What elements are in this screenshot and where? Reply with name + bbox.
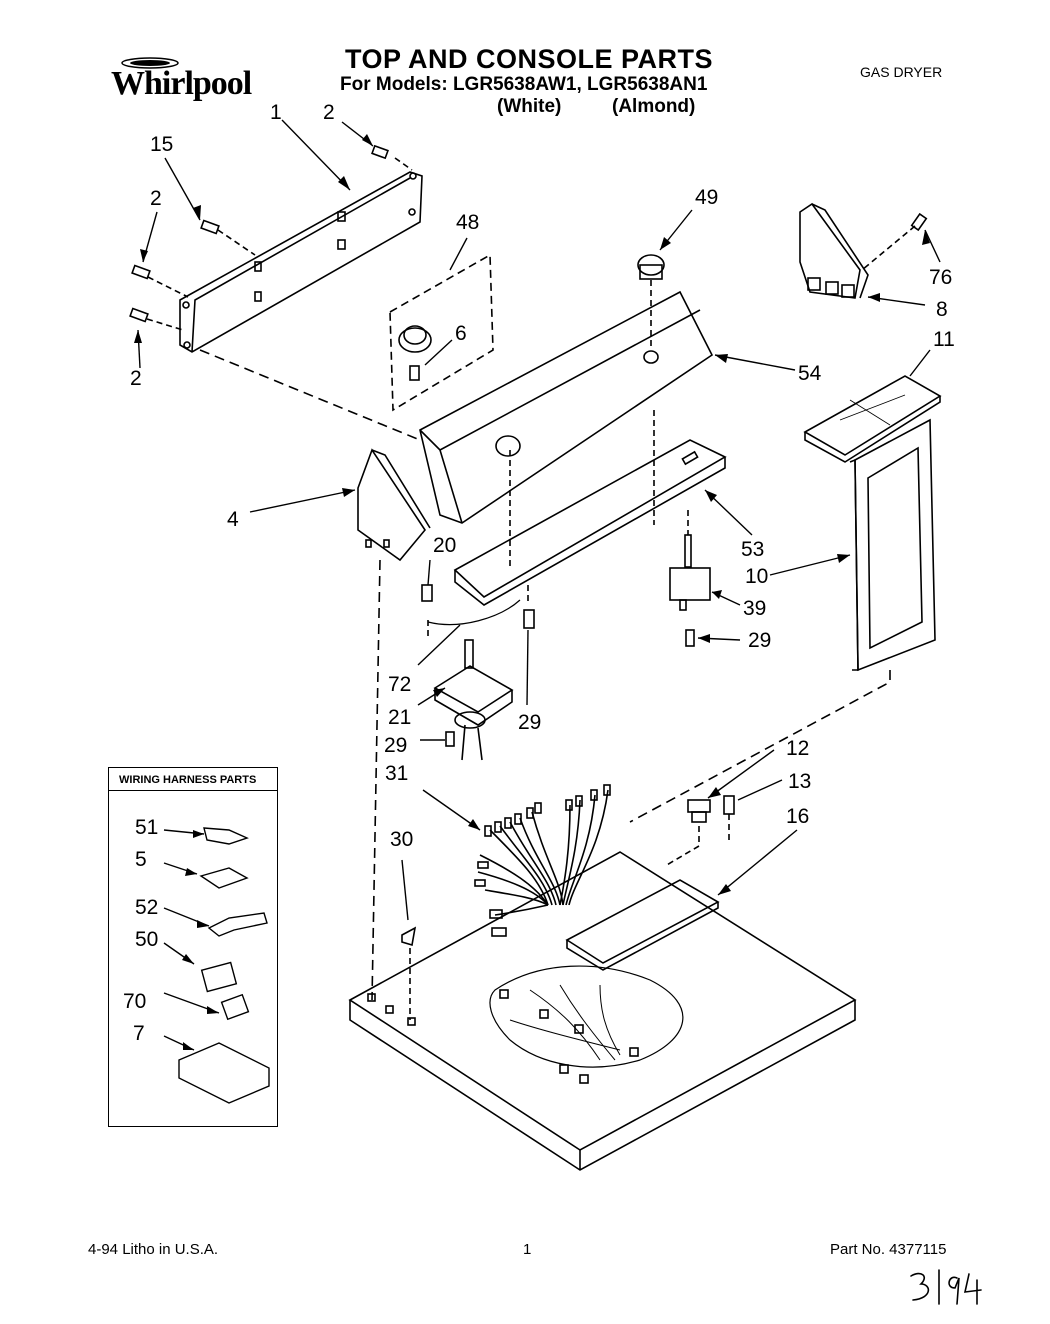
page-number: 1 [523, 1241, 532, 1258]
callout-4: 4 [227, 508, 239, 531]
models-line: For Models: LGR5638AW1, LGR5638AN1 [340, 74, 708, 95]
console-base-rail [453, 439, 727, 606]
legend-item-50: 50 [135, 928, 159, 951]
legend-item-5: 5 [135, 848, 147, 871]
screws [129, 144, 389, 323]
callout-29: 29 [384, 734, 408, 757]
callout-54: 54 [798, 362, 822, 385]
callout-53: 53 [741, 538, 765, 561]
console-panel-frame [849, 418, 936, 672]
wiring-harness [474, 784, 611, 937]
callout-31: 31 [385, 762, 409, 785]
callout-12: 12 [786, 737, 810, 760]
footer-print-info: 4-94 Litho in U.S.A. [88, 1241, 219, 1258]
legend-item-51: 51 [135, 816, 159, 839]
callout-48: 48 [456, 211, 480, 234]
console-front [419, 290, 714, 524]
color-white-label: (White) [497, 96, 562, 117]
console-end-cap [357, 448, 431, 562]
legend-parts-drawing [163, 827, 270, 1104]
callout-2: 2 [130, 367, 142, 390]
console-back-panel [179, 171, 423, 353]
callout-13: 13 [788, 770, 812, 793]
mounting-bracket [799, 202, 869, 299]
callout-29: 29 [748, 629, 772, 652]
legend-item-70: 70 [123, 990, 147, 1013]
callout-20: 20 [433, 534, 457, 557]
legend-item-52: 52 [135, 896, 159, 919]
callout-39: 39 [743, 597, 767, 620]
page-title: TOP AND CONSOLE PARTS [345, 44, 714, 74]
callout-10: 10 [745, 565, 769, 588]
callout-8: 8 [936, 298, 948, 321]
timer-motor [433, 639, 514, 761]
logo-swoosh-icon [121, 57, 179, 69]
callout-29: 29 [518, 711, 542, 734]
legend-title: WIRING HARNESS PARTS [119, 774, 257, 786]
callout-16: 16 [786, 805, 810, 828]
callout-72: 72 [388, 673, 412, 696]
callout-30: 30 [390, 828, 414, 851]
product-type: GAS DRYER [860, 64, 943, 80]
color-almond-label: (Almond) [612, 96, 696, 117]
handwritten-date [910, 1269, 982, 1305]
callout-2: 2 [323, 101, 335, 124]
callout-15: 15 [150, 133, 174, 156]
wiring-harness-legend: WIRING HARNESS PARTS 51 5 52 50 70 7 [108, 767, 278, 1127]
callout-6: 6 [455, 322, 467, 345]
legend-divider [109, 790, 277, 791]
callout-2: 2 [150, 187, 162, 210]
part-number: Part No. 4377115 [830, 1241, 947, 1258]
legend-item-7: 7 [133, 1022, 145, 1045]
callout-76: 76 [929, 266, 953, 289]
brand-name: Whirlpool [111, 65, 252, 102]
callout-21: 21 [388, 706, 412, 729]
callout-49: 49 [695, 186, 719, 209]
callout-11: 11 [933, 328, 955, 351]
whirlpool-logo: Whirlpool [105, 55, 255, 110]
callout-1: 1 [270, 101, 282, 124]
dryer-top-panel [348, 851, 857, 1171]
